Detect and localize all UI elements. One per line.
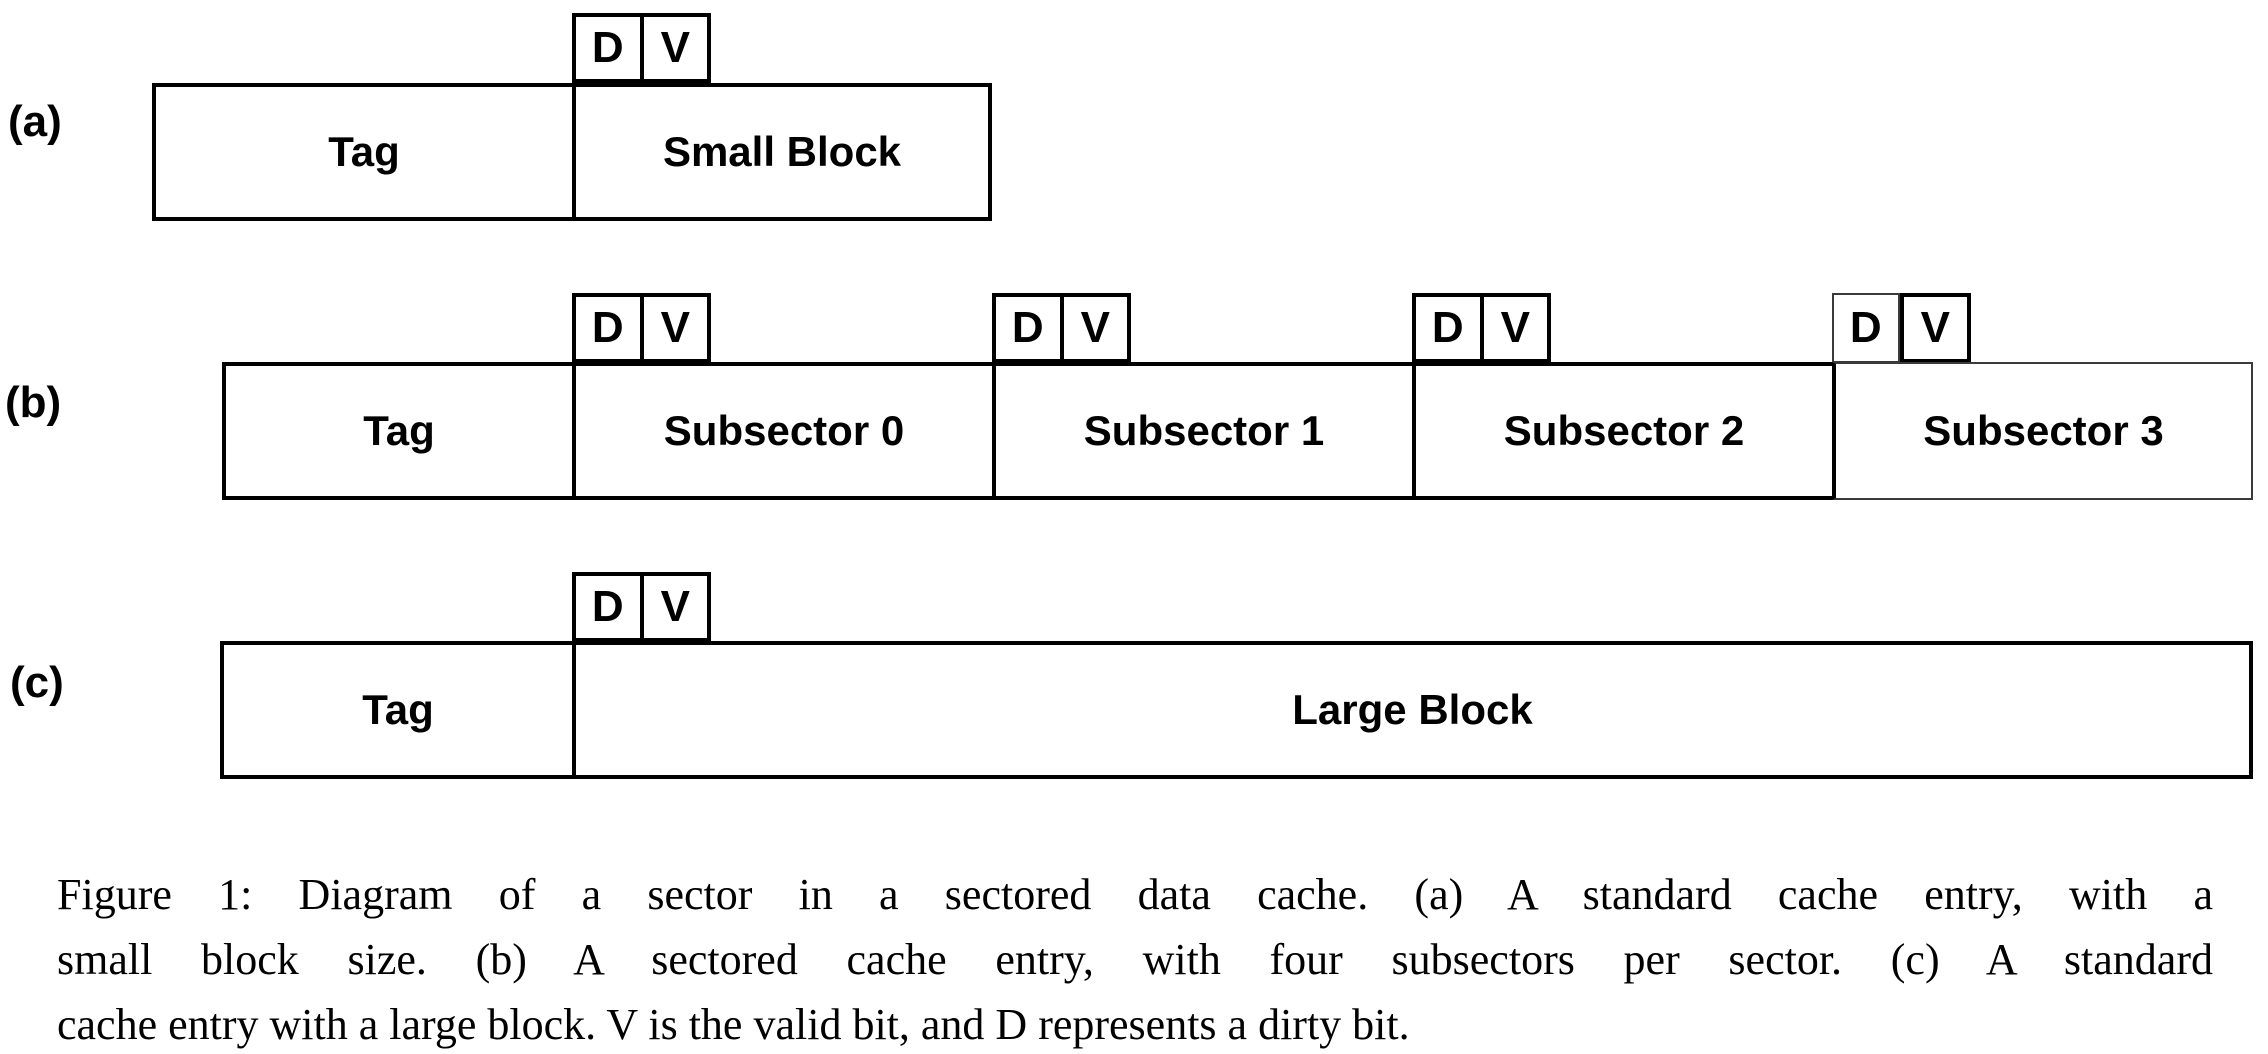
small-block-cell: Small Block	[572, 83, 992, 221]
subsector-1-cell: Subsector 1	[992, 362, 1412, 500]
row-a-label: (a)	[8, 97, 62, 146]
valid-bit-box: V	[1063, 293, 1131, 363]
row-c-label: (c)	[10, 658, 64, 707]
row-c-tag-cell: Tag	[220, 641, 572, 779]
valid-bit-box: V	[643, 293, 711, 363]
dirty-bit-box: D	[1412, 293, 1484, 363]
valid-bit-box: V	[643, 13, 711, 83]
row-b-label: (b)	[5, 378, 62, 427]
caption-line-3: cache entry with a large block. V is the…	[57, 1000, 1410, 1049]
large-block-cell: Large Block	[572, 641, 2253, 779]
caption-line-2: small block size. (b) A sectored cache e…	[57, 935, 2213, 984]
figure-caption: Figure 1: Diagram of a sector in a secto…	[57, 862, 2213, 1054]
row-b-entry-box: Tag Subsector 0 Subsector 1 Subsector 2 …	[222, 362, 2253, 500]
subsector-3-cell: Subsector 3	[1832, 362, 2253, 500]
caption-line-1: Figure 1: Diagram of a sector in a secto…	[57, 870, 2213, 919]
dirty-bit-box: D	[1832, 293, 1900, 363]
dirty-bit-box: D	[572, 13, 644, 83]
row-a-entry-box: Tag Small Block	[152, 83, 992, 221]
subsector-3-dv-pair: D V	[1832, 293, 1971, 363]
valid-bit-box: V	[643, 572, 711, 642]
row-a-tag-cell: Tag	[152, 83, 572, 221]
valid-bit-box: V	[1899, 293, 1971, 363]
subsector-2-cell: Subsector 2	[1412, 362, 1832, 500]
row-b-tag-cell: Tag	[222, 362, 572, 500]
row-c-entry-box: Tag Large Block	[220, 641, 2253, 779]
subsector-0-dv-pair: D V	[572, 293, 711, 363]
subsector-2-dv-pair: D V	[1412, 293, 1551, 363]
dirty-bit-box: D	[572, 572, 644, 642]
row-c-dv-pair: D V	[572, 572, 711, 642]
subsector-1-dv-pair: D V	[992, 293, 1131, 363]
dirty-bit-box: D	[992, 293, 1064, 363]
valid-bit-box: V	[1483, 293, 1551, 363]
dirty-bit-box: D	[572, 293, 644, 363]
row-a-dv-pair: D V	[572, 13, 711, 83]
subsector-0-cell: Subsector 0	[572, 362, 992, 500]
